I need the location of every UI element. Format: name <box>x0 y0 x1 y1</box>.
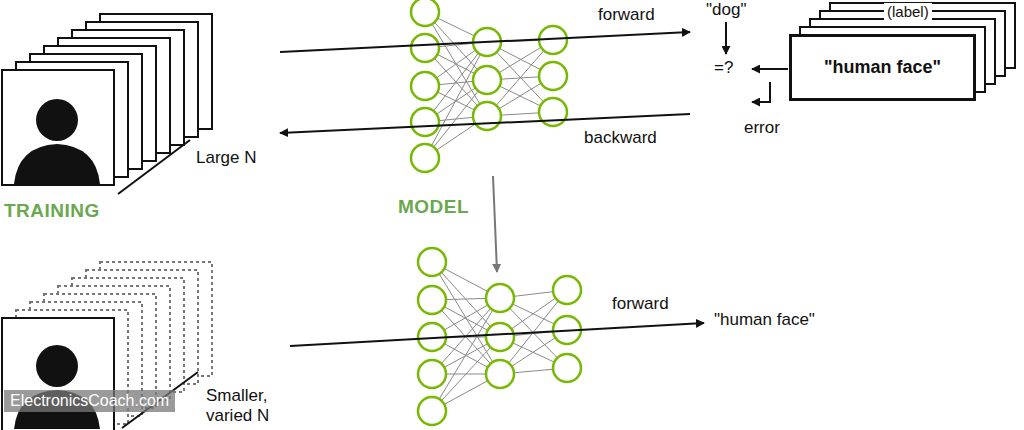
neuron <box>486 323 514 351</box>
forward-arrow <box>290 323 704 346</box>
class-label: "human face" <box>824 57 941 78</box>
compare-arrow <box>725 22 727 54</box>
neuron <box>539 62 567 90</box>
arrow-label: forward <box>598 5 655 25</box>
network-link <box>432 262 500 374</box>
label-cards <box>790 3 1015 100</box>
neuron <box>486 284 514 312</box>
network-link <box>432 298 500 411</box>
neuron <box>418 397 446 425</box>
neuron <box>411 34 439 62</box>
dataset-size: Smaller, varied N <box>206 386 288 425</box>
arrow-label: backward <box>584 128 657 148</box>
neuron <box>418 286 446 314</box>
deploy-arrow <box>493 176 497 272</box>
forward-arrow <box>280 32 690 52</box>
error-arrow <box>752 82 770 102</box>
compare-symbol: =? <box>714 58 733 78</box>
inference-images <box>2 262 212 430</box>
stage-title: TRAINING <box>4 200 100 222</box>
image-frame <box>790 35 975 100</box>
image-frame <box>2 318 114 430</box>
arrow-label: forward <box>612 294 669 314</box>
neuron <box>473 66 501 94</box>
prediction: "human face" <box>714 310 815 330</box>
prediction: "dog" <box>706 0 746 20</box>
neuron <box>411 144 439 172</box>
label-card: (label)"human face" <box>790 35 975 100</box>
neuron <box>553 354 581 382</box>
neuron <box>553 276 581 304</box>
model-title: MODEL <box>398 196 469 218</box>
image-frame <box>2 70 114 185</box>
error-label: error <box>744 118 780 138</box>
neuron <box>411 108 439 136</box>
neuron <box>473 102 501 130</box>
watermark: ElectronicsCoach.com <box>4 390 175 412</box>
neuron <box>486 360 514 388</box>
neuron <box>418 360 446 388</box>
dataset-size: Large N <box>196 148 256 168</box>
neuron <box>411 0 439 26</box>
size-line <box>118 140 190 194</box>
training-images <box>2 14 212 185</box>
compare-arrow <box>752 68 788 70</box>
neuron <box>418 248 446 276</box>
card-heading: (label) <box>884 3 932 20</box>
neuron <box>411 72 439 100</box>
person-silhouette <box>14 99 100 429</box>
